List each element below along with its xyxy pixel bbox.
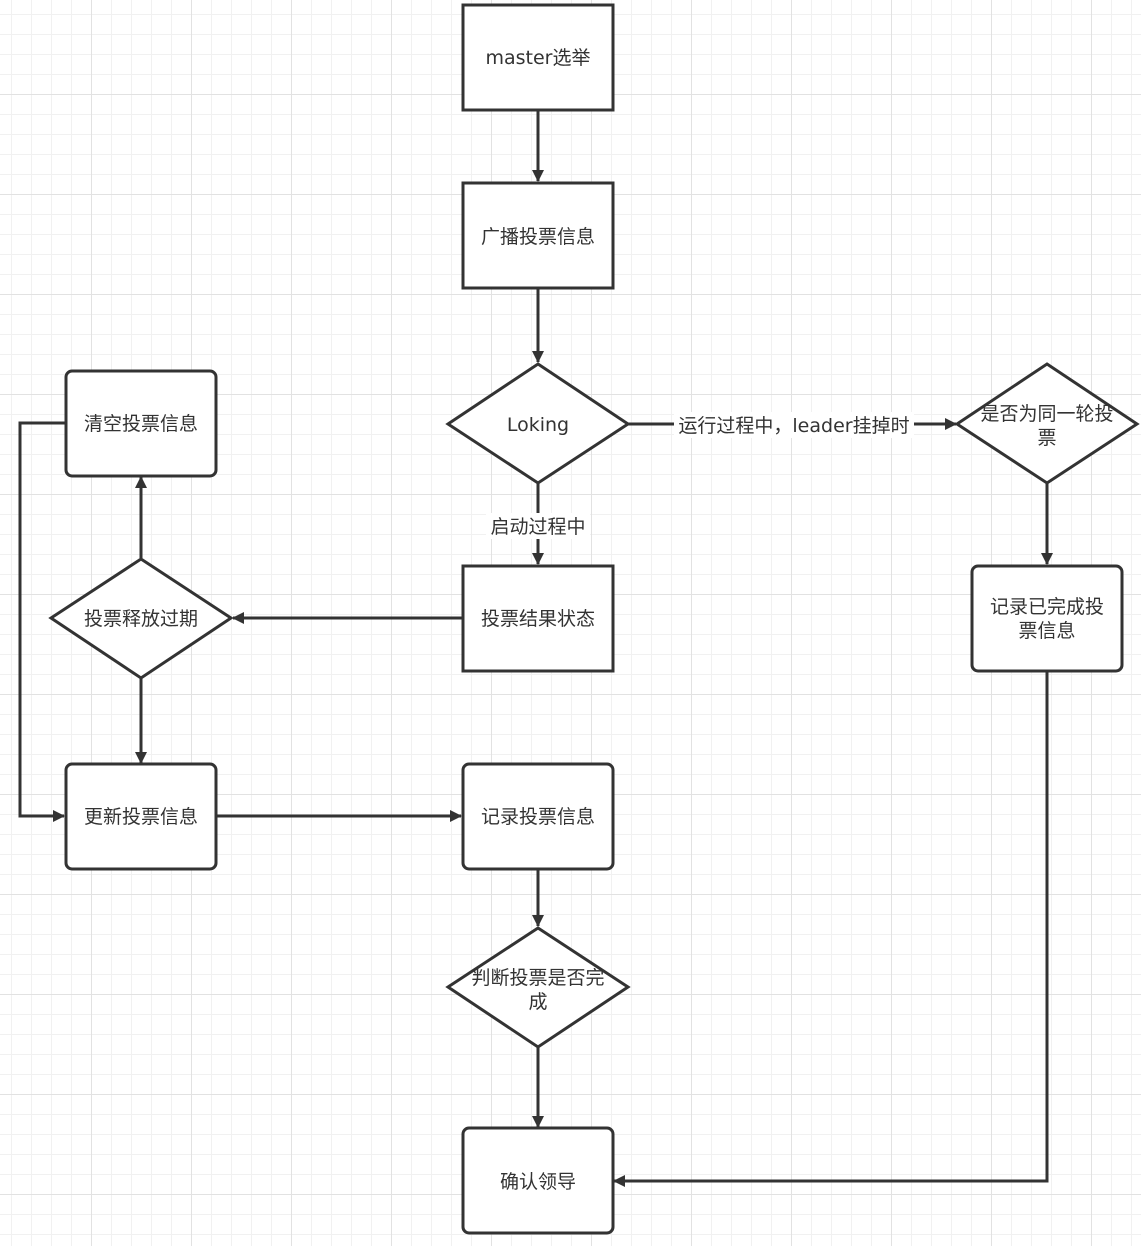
node-record-votes [461, 762, 615, 871]
edge-label-runtime-leader-down: 运行过程中，leader挂掉时 [678, 415, 909, 437]
node-broadcast-vote [461, 181, 615, 290]
node-label-vote-expired: 投票释放过期 [84, 608, 198, 630]
node-master-election [461, 3, 615, 112]
node-label-master-election: master选举 [485, 47, 590, 69]
node-label-same-round-line1: 是否为同一轮投 [980, 403, 1113, 425]
node-record-completed [970, 564, 1124, 673]
node-label-same-round-line2: 票 [1037, 427, 1056, 449]
node-vote-complete-check [445, 926, 631, 1049]
node-confirm-leader [461, 1126, 615, 1235]
node-label-clear-votes: 清空投票信息 [84, 413, 198, 435]
edge-clear-to-update [18, 421, 65, 822]
node-label-record-completed-line2: 票信息 [1018, 620, 1075, 642]
node-label-record-completed-line1: 记录已完成投 [990, 596, 1104, 618]
node-same-round [954, 362, 1140, 485]
node-label-update-votes: 更新投票信息 [84, 806, 198, 828]
node-label-vote-result-state: 投票结果状态 [481, 608, 595, 630]
node-label-confirm-leader: 确认领导 [500, 1171, 576, 1193]
nodes [48, 3, 1140, 1235]
node-label-vote-complete-line2: 成 [528, 991, 547, 1013]
node-vote-result-state [461, 564, 615, 673]
node-labels: master选举 广播投票信息 Loking 是否为同一轮投 票 清空投票信息 … [84, 47, 1114, 1193]
edge-label-startup: 启动过程中 [490, 516, 585, 538]
node-label-vote-complete-line1: 判断投票是否完 [471, 967, 604, 989]
node-looking [445, 362, 631, 485]
node-label-broadcast-vote: 广播投票信息 [481, 226, 595, 248]
node-clear-votes [64, 369, 218, 478]
node-update-votes [64, 762, 218, 871]
edge-record-completed-to-confirm [613, 672, 1049, 1187]
edge-labels: 运行过程中，leader挂掉时 启动过程中 [486, 412, 914, 539]
node-vote-expired [48, 557, 234, 680]
node-label-record-votes: 记录投票信息 [481, 806, 595, 828]
node-label-looking: Loking [507, 414, 569, 436]
